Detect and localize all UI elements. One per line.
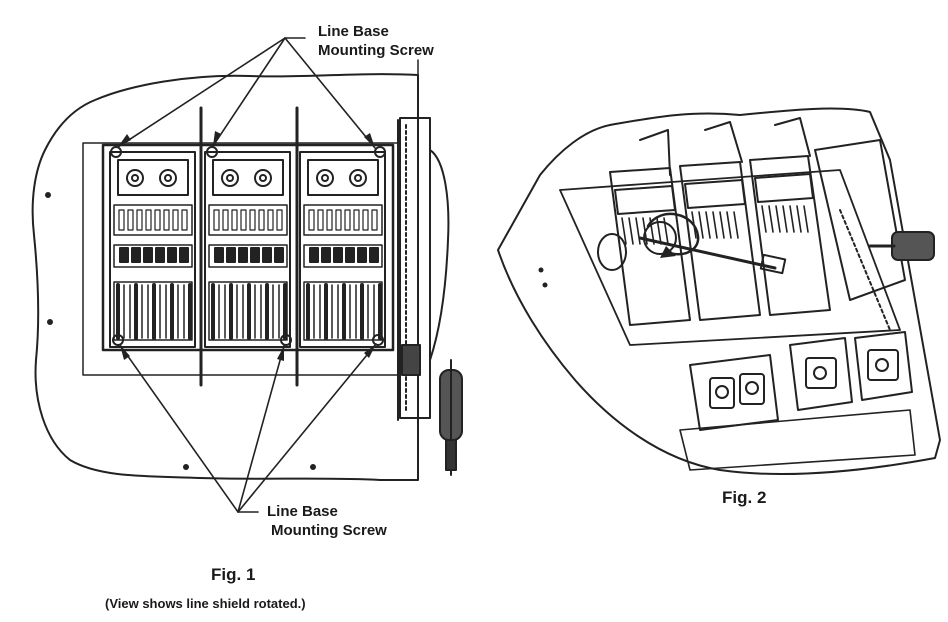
fig1-screw-bottom-middle: [280, 334, 292, 346]
fig2-pole-2: [679, 121, 761, 321]
fig2-load-terminals: [679, 331, 916, 471]
rotation-arrow-icon: [646, 212, 700, 258]
fig2-pole-1: [609, 129, 691, 326]
fig1-top-callout-line2: Mounting Screw: [318, 42, 434, 59]
fig2-side-mechanism: [814, 139, 906, 331]
fig1-screw-top-right: [374, 146, 386, 158]
fig1-bottom-callout-leaders: [119, 343, 377, 513]
fig1-pole-2: [204, 151, 291, 348]
fig1-panel-outline: [31, 73, 419, 481]
fig1-drawing: [31, 59, 463, 481]
fig1-screw-top-left: [110, 146, 122, 158]
fig2-caption: Fig. 2: [722, 488, 767, 507]
fig1-operating-handle: [439, 359, 463, 476]
fig2-panel-outline: [497, 107, 941, 476]
fig1-screw-bottom-left: [112, 334, 124, 346]
fig2-base-plate: [559, 169, 901, 346]
fig1-mounting-screws: [110, 146, 386, 346]
fig1-top-callout-line1: Line Base: [318, 23, 389, 40]
fig2-terminal-stripes: [621, 205, 809, 245]
fig2-cam-wheel: [597, 233, 627, 271]
fig1-bottom-callout-arrowheads: [120, 344, 376, 361]
fig2-handle-knob: [868, 231, 935, 261]
fig1-top-callout-leaders: [117, 37, 376, 149]
fig2-pole-3: [749, 117, 831, 316]
fig1-bottom-callout-label: Line Base Mounting Screw: [267, 502, 387, 540]
fig1-operating-mechanism: [397, 59, 450, 471]
fig1-switch-body: [101, 143, 395, 352]
fig1-screw-bottom-right: [372, 334, 384, 346]
fig2-operating-shaft: [638, 221, 787, 275]
fig1-top-callout-arrowheads: [118, 131, 375, 148]
fig1-terminal-stripes: [116, 209, 382, 340]
fig1-note: (View shows line shield rotated.): [105, 596, 306, 611]
fig1-panel-holes: [45, 192, 316, 470]
fig1-bottom-callout-line1: Line Base: [267, 503, 338, 520]
fig1-screw-top-middle: [206, 146, 218, 158]
fig1-phase-barriers: [199, 106, 299, 387]
fig1-top-callout-label: Line Base Mounting Screw: [318, 22, 434, 60]
fig1-bottom-callout-line2: Mounting Screw: [271, 522, 387, 539]
fig2-drawing: [497, 107, 941, 476]
fig2-panel-holes: [538, 267, 548, 288]
fig1-caption: Fig. 1: [211, 565, 256, 584]
